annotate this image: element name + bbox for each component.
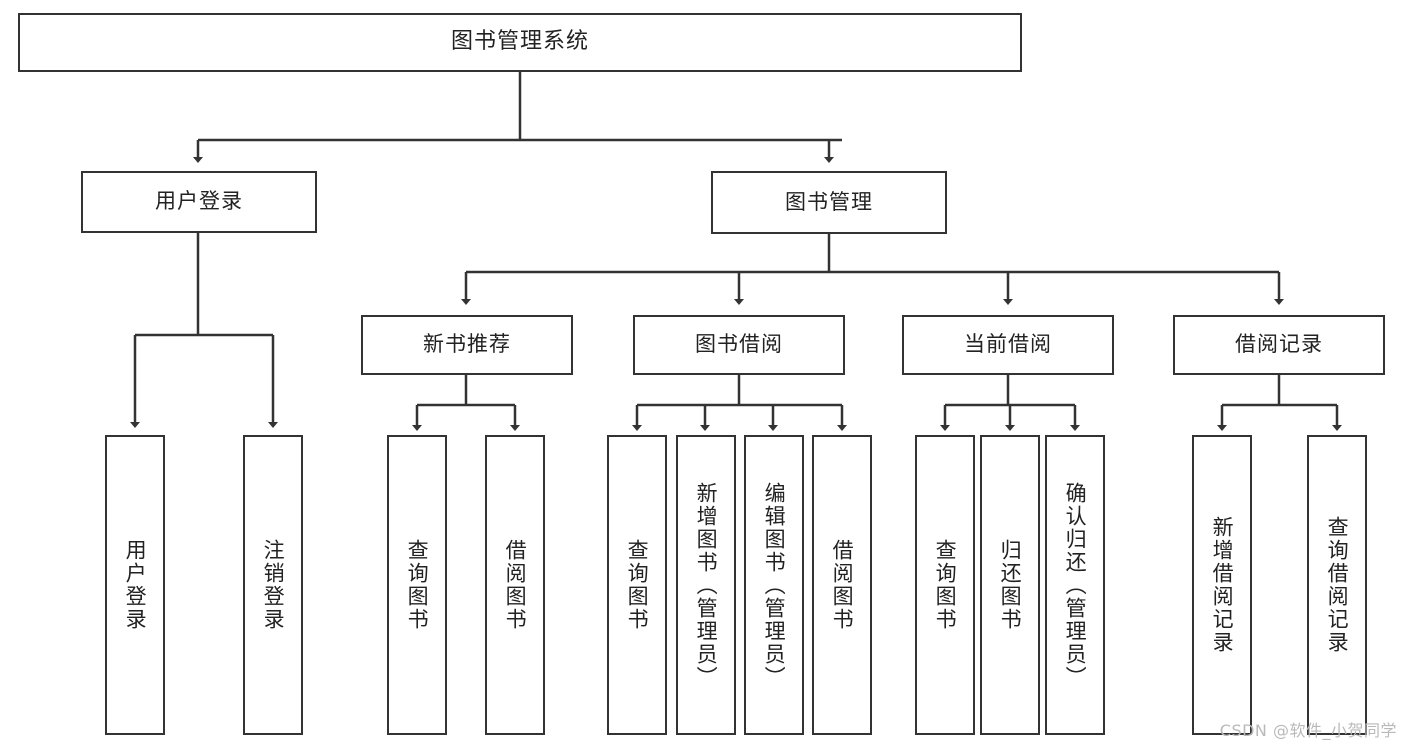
node-leaf-query-book-1[interactable]: 查询图书: [387, 435, 447, 735]
node-label: 新书推荐: [423, 332, 511, 357]
node-leaf-query-book-2[interactable]: 查询图书: [607, 435, 667, 735]
csdn-watermark: CSDN @软件_小贺同学: [1219, 721, 1397, 740]
node-label: 用户登录: [123, 539, 148, 631]
node-label: 用户登录: [155, 189, 243, 214]
node-label: 当前借阅: [964, 332, 1052, 357]
node-leaf-query-book-3[interactable]: 查询图书: [915, 435, 975, 735]
node-label: 图书管理: [785, 189, 873, 214]
node-label: 查询图书: [405, 539, 430, 631]
node-user-login[interactable]: 用户登录: [81, 171, 317, 233]
node-borrow-record[interactable]: 借阅记录: [1173, 315, 1385, 375]
node-label: 新增图书（管理员）: [694, 481, 719, 689]
node-leaf-query-borrow-record[interactable]: 查询借阅记录: [1307, 435, 1367, 735]
node-leaf-user-login[interactable]: 用户登录: [105, 435, 165, 735]
node-leaf-add-borrow-record[interactable]: 新增借阅记录: [1192, 435, 1252, 735]
node-leaf-confirm-return-admin[interactable]: 确认归还（管理员）: [1045, 435, 1105, 735]
node-root-book-management-system[interactable]: 图书管理系统: [18, 13, 1022, 72]
node-leaf-add-book-admin[interactable]: 新增图书（管理员）: [676, 435, 736, 735]
node-leaf-edit-book-admin[interactable]: 编辑图书（管理员）: [744, 435, 804, 735]
node-leaf-logout-login[interactable]: 注销登录: [243, 435, 303, 735]
node-leaf-return-book[interactable]: 归还图书: [980, 435, 1040, 735]
node-label: 查询图书: [625, 539, 650, 631]
node-label: 确认归还（管理员）: [1063, 481, 1088, 689]
node-label: 查询借阅记录: [1325, 516, 1350, 654]
node-label: 图书借阅: [695, 332, 783, 357]
node-new-book-recommend[interactable]: 新书推荐: [361, 315, 573, 375]
node-label: 新增借阅记录: [1210, 516, 1235, 654]
node-label: 查询图书: [933, 539, 958, 631]
node-leaf-borrow-book-2[interactable]: 借阅图书: [812, 435, 872, 735]
node-label: 借阅记录: [1235, 332, 1323, 357]
node-book-management[interactable]: 图书管理: [711, 171, 947, 234]
node-label: 编辑图书（管理员）: [762, 481, 787, 689]
node-label: 注销登录: [261, 539, 286, 631]
node-leaf-borrow-book-1[interactable]: 借阅图书: [485, 435, 545, 735]
node-label: 借阅图书: [830, 539, 855, 631]
node-label: 归还图书: [998, 539, 1023, 631]
node-book-borrow[interactable]: 图书借阅: [633, 315, 845, 375]
node-current-borrow[interactable]: 当前借阅: [902, 315, 1114, 375]
node-label: 图书管理系统: [450, 29, 589, 55]
node-label: 借阅图书: [503, 539, 528, 631]
